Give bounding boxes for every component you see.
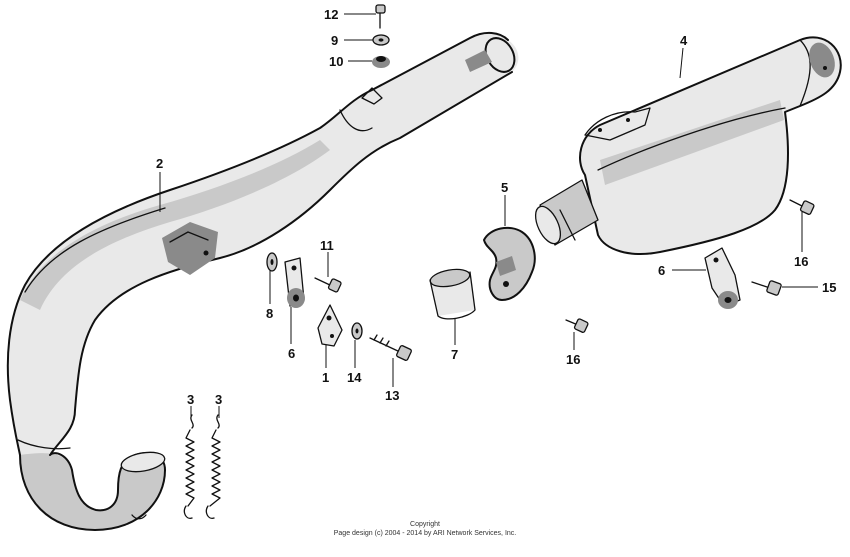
label-16-lower: 16 [566,352,580,367]
label-8: 8 [266,306,273,321]
label-11: 11 [320,238,334,253]
exhaust-pipe-part-2 [6,32,519,531]
label-6-left: 6 [288,346,295,361]
label-7: 7 [451,347,458,362]
bolt-part-16-upper [789,199,815,215]
label-14: 14 [347,370,362,385]
copyright-line-2: Page design (c) 2004 - 2014 by ARI Netwo… [334,530,517,537]
grommet-part-10 [372,56,390,68]
label-9: 9 [331,33,338,48]
bolt-part-13 [369,334,412,361]
damper-part-6-right [704,247,741,309]
label-6-right: 6 [658,263,665,278]
label-13: 13 [385,388,399,403]
label-12: 12 [324,7,338,22]
copyright-line-1: Copyright [410,521,440,528]
washer-part-14 [351,322,363,340]
callout-labels: 12 9 10 4 2 5 11 8 6 1 14 13 7 16 16 6 1… [156,7,836,407]
washer-part-8 [266,252,278,272]
bracket-part-1 [317,304,343,347]
bolt-part-11 [314,277,342,293]
label-3-left: 3 [187,392,194,407]
label-2: 2 [156,156,163,171]
leader-lines [159,13,818,418]
label-16-upper: 16 [794,254,808,269]
gasket-part-7 [429,268,476,320]
washer-part-9 [372,34,390,46]
label-10: 10 [329,54,343,69]
label-5: 5 [501,180,508,195]
clamp-part-5 [483,226,536,301]
bolt-part-12 [375,4,386,29]
spring-part-3-left [183,414,195,519]
label-4: 4 [680,33,688,48]
bolt-part-16-lower [565,318,589,333]
label-1: 1 [322,370,329,385]
bolt-part-15 [751,280,782,296]
label-15: 15 [822,280,836,295]
spring-part-3-right [205,414,221,519]
silencer-part-4 [534,36,842,256]
label-3-right: 3 [215,392,222,407]
damper-part-6-left [284,257,305,308]
